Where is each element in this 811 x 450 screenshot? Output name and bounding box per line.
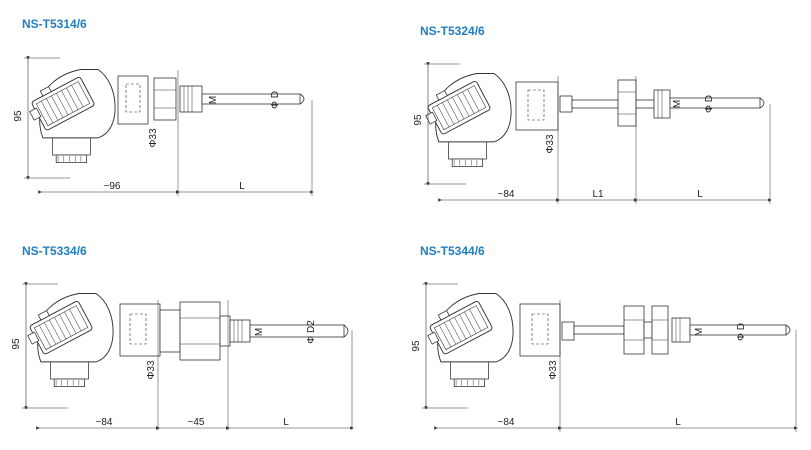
l1-label-2: L1	[592, 189, 604, 200]
height-label-4: 95	[411, 340, 422, 352]
probe-dia-label-4: Φ D	[736, 323, 747, 341]
width-label-1: ~96	[104, 181, 121, 192]
length-label-4: L	[675, 417, 681, 428]
width-label-3: ~84	[96, 417, 113, 428]
dia33-label-3: Φ33	[146, 360, 157, 380]
length-label-3: L	[283, 417, 289, 428]
thread-label-3: M	[254, 328, 265, 336]
height-label-2: 95	[413, 114, 424, 126]
drawing-title-4: NS-T5344/6	[420, 244, 485, 258]
probe-dia-label-1: Φ D	[270, 91, 281, 109]
probe-dia-label-2: Φ D	[704, 95, 715, 113]
drawing-title-1: NS-T5314/6	[22, 17, 87, 31]
height-label-3: 95	[11, 338, 22, 350]
thread-label-1: M	[208, 96, 219, 104]
drawing-title-2: NS-T5324/6	[420, 24, 485, 38]
middle-label-3: ~45	[188, 417, 205, 428]
width-label-2: ~84	[498, 189, 515, 200]
dia33-label-1: Φ33	[148, 128, 159, 148]
drawing-3: 95 ~84 ~45 L Φ33 M Φ D2	[11, 282, 354, 430]
dia33-label-4: Φ33	[548, 360, 559, 380]
thread-label-2: M	[672, 100, 683, 108]
length-label-1: L	[239, 181, 245, 192]
probe-dia-label-3: Φ D2	[306, 320, 317, 344]
drawing-2: 95 ~84 L1 L Φ33 M Φ D	[413, 62, 772, 204]
dia33-label-2: Φ33	[545, 134, 556, 154]
height-label-1: 95	[13, 110, 24, 122]
drawing-1: 95 ~96 L Φ33 M Φ D	[13, 56, 314, 196]
width-label-4: ~84	[498, 417, 515, 428]
drawing-title-3: NS-T5334/6	[22, 244, 87, 258]
drawing-4: 95 ~84 L Φ33 M Φ D	[411, 282, 798, 432]
thread-label-4: M	[694, 328, 705, 336]
length-label-2: L	[697, 189, 703, 200]
